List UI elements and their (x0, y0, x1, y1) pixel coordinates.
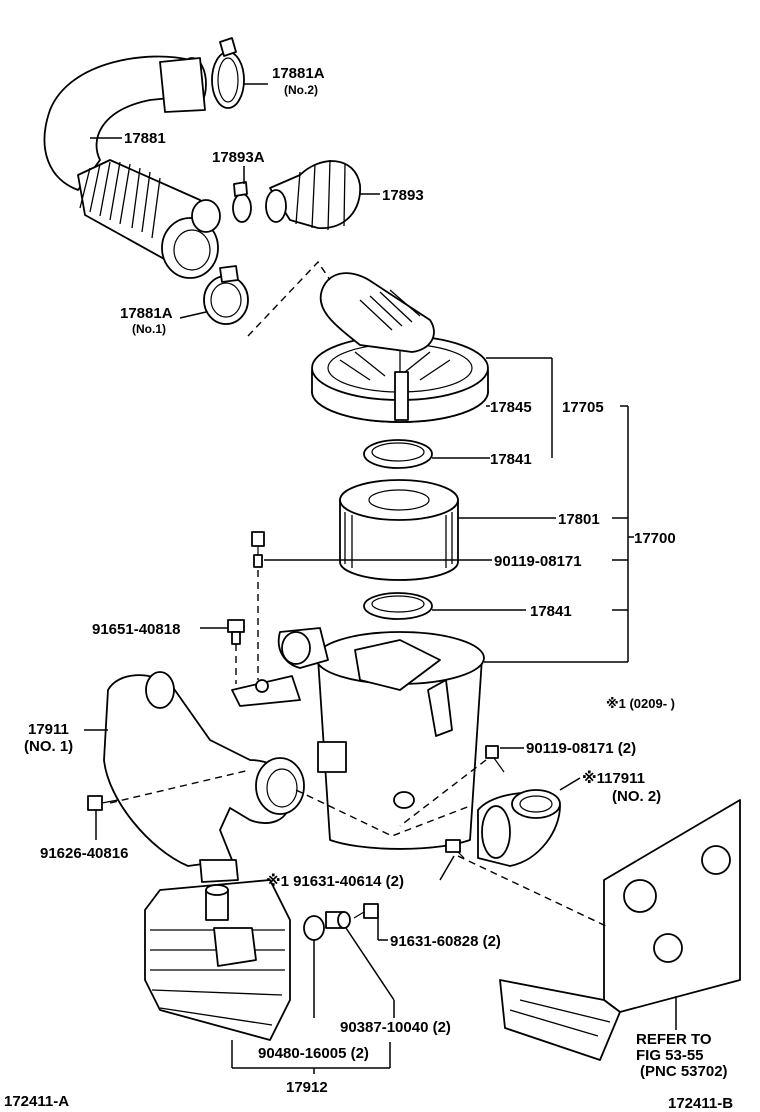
bolt-90119-upper-icon (251, 531, 265, 568)
label-bolt-90119-upper: 90119-08171 (494, 553, 582, 570)
hose-clamp-no2-icon (211, 37, 245, 109)
hose-clamp-no1-icon (203, 265, 249, 325)
label-refer-line1: REFER TO (636, 1031, 712, 1048)
intake-hose-icon (43, 55, 221, 279)
figure-code-right: 172411-B (668, 1095, 733, 1112)
label-resonator-17912: 17912 (286, 1079, 328, 1096)
label-duct-no2-sub: (NO. 2) (612, 788, 661, 805)
label-duct-no1-number: 17911 (28, 721, 69, 738)
collar-90387-icon (325, 911, 351, 929)
label-clamp-17893a: 17893A (212, 149, 265, 166)
label-clamp-no2-sub: (No.2) (284, 83, 318, 97)
label-cushion-90480: 90480-16005 (2) (258, 1045, 369, 1062)
label-assy-17705: 17705 (562, 399, 604, 416)
part-labels: 17881A (No.2) 17881 17893A 17893 17881A … (4, 65, 733, 1112)
bolt-91631-40614-icon (445, 839, 465, 859)
label-cap-17845: 17845 (490, 399, 532, 416)
intake-duct-no2-icon (477, 789, 561, 867)
air-cleaner-cap-icon (311, 272, 489, 423)
leader-lines (84, 83, 677, 1074)
label-gasket-bottom: 17841 (530, 603, 572, 620)
label-clamp-no2-number: 17881A (272, 65, 325, 82)
label-bolt-91631-40614: ※1 91631-40614 (2) (266, 872, 404, 890)
gasket-bottom-icon (363, 592, 433, 620)
cap-17893-icon (265, 159, 361, 231)
air-cleaner-case-icon (231, 627, 485, 850)
label-gasket-top: 17841 (490, 451, 532, 468)
bolt-91631-60828-icon (353, 903, 379, 919)
label-refer-line2: FIG 53-55 (636, 1047, 704, 1064)
label-bolt-91651: 91651-40818 (92, 621, 180, 638)
label-hose-inlet: 17881 (124, 130, 166, 147)
label-element-17801: 17801 (558, 511, 600, 528)
label-collar-90387: 90387-10040 (2) (340, 1019, 451, 1036)
label-duct-no1-sub: (NO. 1) (24, 738, 73, 755)
resonator-icon (144, 879, 291, 1041)
label-note-1: ※1 (0209- ) (606, 696, 675, 711)
bolt-91626-icon (87, 795, 119, 811)
cushion-90480-icon (303, 915, 325, 941)
label-duct-no2-number: ※117911 (582, 769, 645, 787)
figure-code-left: 172411-A (4, 1093, 69, 1110)
label-clamp-no1-number: 17881A (120, 305, 173, 322)
vehicle-frame-icon (499, 799, 741, 1061)
intake-duct-no1-icon (103, 671, 305, 883)
label-bolt-91631-60828: 91631-60828 (2) (390, 933, 501, 950)
label-clamp-no1-sub: (No.1) (132, 322, 166, 336)
label-refer-line3: (PNC 53702) (640, 1063, 728, 1080)
label-bolt-90119-lower: 90119-08171 (2) (526, 740, 636, 757)
label-bolt-91626: 91626-40816 (40, 845, 128, 862)
air-filter-element-icon (339, 479, 459, 581)
label-cap-17893: 17893 (382, 187, 424, 204)
dashed-assembly-lines (109, 260, 607, 927)
bolt-90119-lower-icon (485, 745, 505, 773)
label-assy-17700: 17700 (634, 530, 676, 547)
clamp-17893a-icon (232, 181, 252, 223)
bolt-91651-icon (227, 619, 245, 645)
gasket-top-icon (363, 439, 433, 469)
